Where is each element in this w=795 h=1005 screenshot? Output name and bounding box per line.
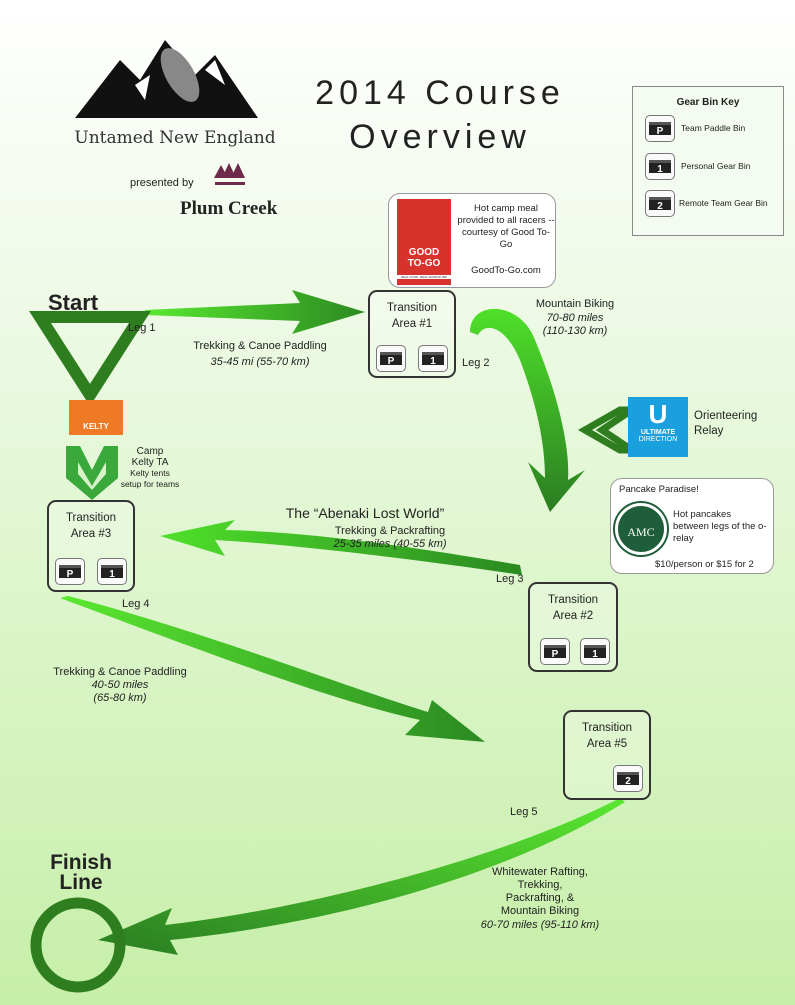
remote-bin-icon: 2 <box>645 190 675 217</box>
gear-key-label: Team Paddle Bin <box>681 123 746 133</box>
personal-bin-icon: 1 <box>645 153 675 180</box>
leg2-distance: 70-80 miles <box>546 312 604 324</box>
good-to-go-url[interactable]: GoodTo-Go.com <box>471 265 541 276</box>
leg4-label: Leg 4 <box>122 598 150 610</box>
personal-bin-icon: 1 <box>97 558 127 585</box>
paddle-bin-icon: P <box>540 638 570 665</box>
gear-bin-key: Gear Bin Key P Team Paddle Bin 1 Persona… <box>632 86 784 236</box>
leg3-activity: Trekking & Packrafting <box>334 525 446 537</box>
leg1-distance: 35-45 mi (55-70 km) <box>210 356 310 368</box>
leg2-arrow <box>470 308 585 512</box>
paddle-bin-icon: P <box>55 558 85 585</box>
good-to-go-text: Hot camp meal provided to all racers -- … <box>457 203 555 250</box>
pancake-text: Hot pancakes between legs of the o-relay <box>673 509 767 544</box>
leg3-heading: The “Abenaki Lost World” <box>285 505 445 521</box>
plum-creek-logo <box>214 163 245 185</box>
leg5-activity: Whitewater Rafting,Trekking, Packrafting… <box>492 866 588 917</box>
leg5-distance: 60-70 miles (95-110 km) <box>480 919 600 931</box>
leg1-label: Leg 1 <box>128 322 156 334</box>
amc-logo: AMC <box>615 503 667 555</box>
page-title-line2: Overview <box>349 118 531 156</box>
pancake-price: $10/person or $15 for 2 <box>655 559 754 570</box>
leg1-arrow <box>145 290 365 334</box>
gear-key-label: Remote Team Gear Bin <box>679 198 768 208</box>
leg4-distance: 40-50 miles <box>91 679 149 691</box>
logo-text: Untamed New England <box>74 128 276 148</box>
leg5-arrow <box>98 798 625 955</box>
kelty-marker-icon <box>66 446 118 500</box>
good-to-go-logo: GOOD TO-GO REAL FOOD. REAL ADVENTURE <box>397 199 451 285</box>
start-label: Start <box>48 290 99 315</box>
presented-by: presented by <box>130 177 194 189</box>
leg2-distance-km: (110-130 km) <box>542 325 608 337</box>
leg1-activity: Trekking & Canoe Paddling <box>193 340 327 352</box>
start-triangle-icon <box>29 311 151 407</box>
leg4-activity: Trekking & Canoe Paddling <box>53 666 187 678</box>
leg3-label: Leg 3 <box>496 573 524 585</box>
paddle-bin-icon: P <box>645 115 675 142</box>
leg3-arrow <box>160 520 522 575</box>
leg5-label: Leg 5 <box>510 806 538 818</box>
leg4-distance-km: (65-80 km) <box>93 692 147 704</box>
gear-key-label: Personal Gear Bin <box>681 161 751 171</box>
sponsor-name: Plum Creek <box>180 198 278 219</box>
pancake-bubble: Pancake Paradise! AMC Hot pancakes betwe… <box>610 478 774 574</box>
page-title-line1: 2014 Course <box>315 74 565 112</box>
personal-bin-icon: 1 <box>580 638 610 665</box>
gear-key-title: Gear Bin Key <box>676 97 740 108</box>
paddle-bin-icon: P <box>376 345 406 372</box>
kelty-logo: KELTY <box>69 400 123 435</box>
finish-circle-icon <box>30 897 126 993</box>
leg3-distance: 25-35 miles (40-55 km) <box>333 538 447 550</box>
leg4-arrow <box>60 596 485 742</box>
remote-bin-icon: 2 <box>613 765 643 792</box>
leg2-label: Leg 2 <box>462 357 490 369</box>
ultimate-direction-logo: U ULTIMATE DIRECTION <box>628 397 688 457</box>
personal-bin-icon: 1 <box>418 345 448 372</box>
good-to-go-bubble: GOOD TO-GO REAL FOOD. REAL ADVENTURE Hot… <box>388 193 556 288</box>
orienteering-chevron-icon <box>577 406 644 454</box>
leg2-activity: Mountain Biking <box>535 298 615 310</box>
pancake-title: Pancake Paradise! <box>619 484 699 495</box>
